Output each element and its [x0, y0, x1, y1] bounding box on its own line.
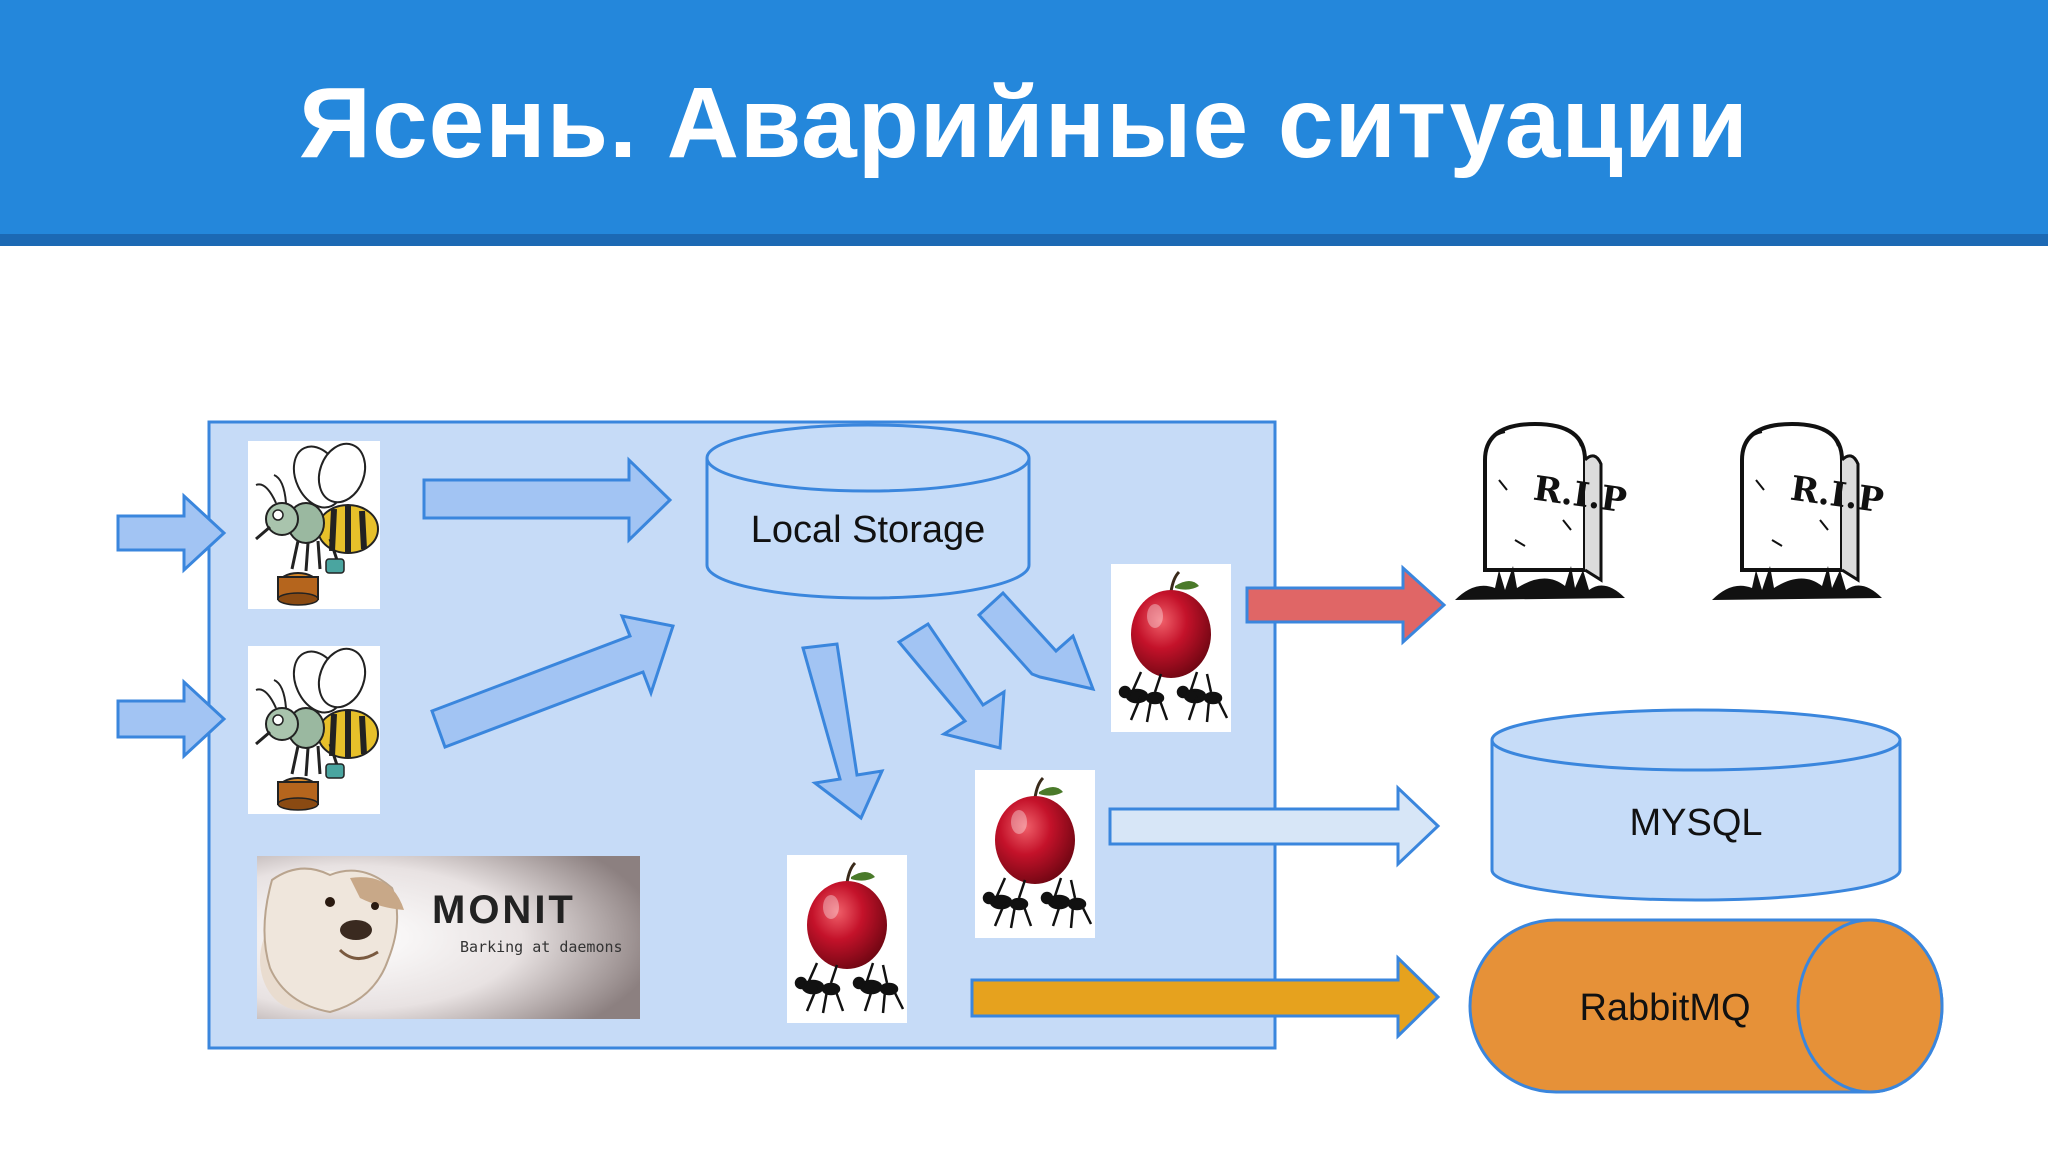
bee-carrying-honey-icon: [248, 437, 380, 609]
rabbitmq-label: RabbitMQ: [1579, 986, 1751, 1029]
ants-carrying-apple-icon: [1109, 562, 1233, 734]
monit-subtitle: Barking at daemons: [460, 938, 623, 956]
monit-title: MONIT: [432, 888, 576, 932]
bulldog-logo-icon: [257, 856, 640, 1019]
arrow-to-dead: [1245, 564, 1447, 646]
arrow-to-storage-1: [422, 456, 673, 544]
local-storage-label: Local Storage: [750, 508, 986, 551]
mysql-db: [1490, 740, 1902, 902]
arrow-to-worker-bottom: [801, 642, 885, 821]
arrow-to-worker-mid: [896, 621, 1006, 750]
local-storage-db: [705, 458, 1031, 600]
arrow-to-storage-2: [430, 613, 675, 749]
input-arrow-1: [116, 492, 227, 574]
bee-carrying-honey-icon: [248, 642, 380, 814]
title-bar: [0, 0, 2048, 246]
ants-carrying-apple-icon: [973, 768, 1097, 940]
mysql-label: MYSQL: [1629, 801, 1763, 844]
arrow-to-mysql: [1108, 784, 1441, 868]
ants-carrying-apple-icon: [785, 853, 909, 1025]
arrow-to-worker-top: [976, 590, 1096, 692]
slide-title: Ясень. Аварийные ситуации: [299, 66, 1749, 179]
arrow-to-rabbitmq: [970, 954, 1441, 1040]
input-arrow-2: [116, 678, 227, 760]
